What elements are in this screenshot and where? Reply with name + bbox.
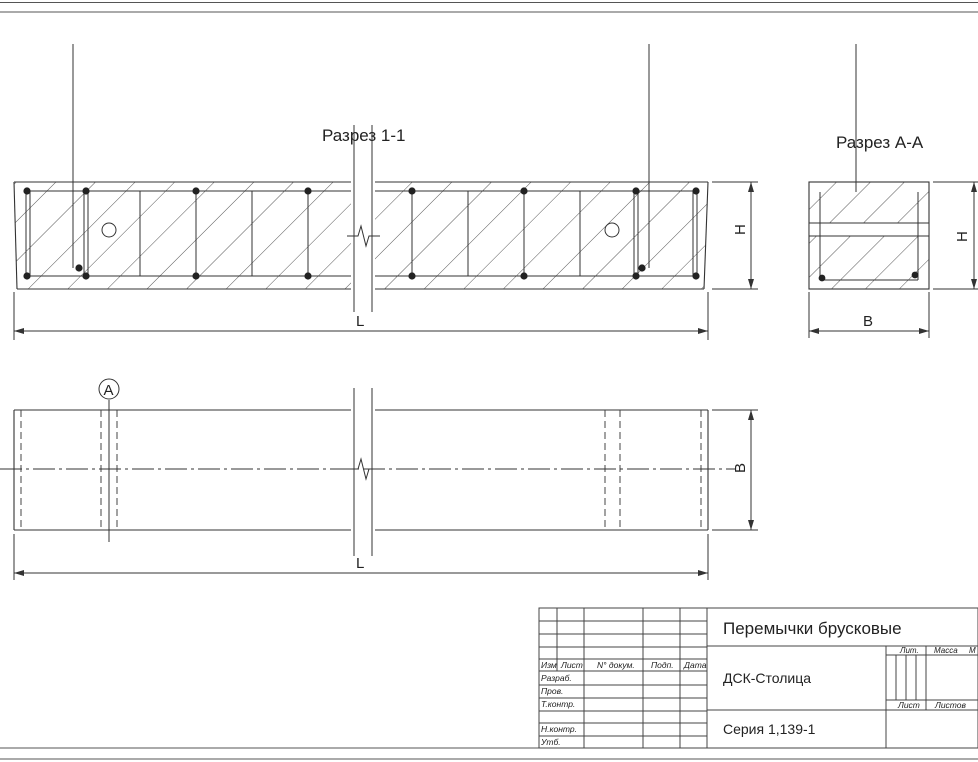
header-izm: Изм <box>541 660 557 670</box>
elevation-dimensions <box>13 181 758 340</box>
mounting-hole-left <box>101 222 117 238</box>
stage-scale: М <box>969 646 976 655</box>
header-sign: Подп. <box>651 660 674 670</box>
dimension-width-section: B <box>863 313 873 330</box>
mounting-hole-right <box>604 222 620 238</box>
dimension-height-elevation: H <box>732 224 749 235</box>
rebar-lines <box>25 190 698 277</box>
role-approved: Утб. <box>540 737 561 747</box>
rebar-dots <box>23 187 700 280</box>
stage-sheet: Лист <box>897 700 920 710</box>
title-block: Изм Лист N° докум. Подп. Дата Разраб. Пр… <box>538 607 978 749</box>
cross-section-dimensions <box>808 181 978 338</box>
stage-mass: Масса <box>934 646 958 655</box>
section-1-1-label: Разрез 1-1 <box>322 126 405 145</box>
rebar-dot <box>818 274 826 282</box>
dimension-width-plan: B <box>732 463 749 473</box>
header-list: Лист <box>560 660 583 670</box>
beam-elevation: Разрез 1-1 <box>13 44 709 312</box>
drawing-title: Перемычки брусковые <box>723 619 902 638</box>
section-a-a-label: Разрез A-A <box>836 133 924 152</box>
header-doc-no: N° докум. <box>597 660 635 670</box>
dimension-height-section: H <box>954 231 971 242</box>
beam-plan: A <box>0 378 735 556</box>
lifting-loops <box>72 44 650 268</box>
organization-name: ДСК-Столица <box>723 670 811 686</box>
header-date: Дата <box>683 660 707 670</box>
role-tech-control: Т.контр. <box>541 699 575 709</box>
beam-cross-section: Разрез A-A <box>808 44 930 290</box>
stirrups <box>29 191 694 276</box>
section-marker-a <box>98 378 120 400</box>
dimension-length-elevation: L <box>356 313 364 330</box>
plan-break-symbol <box>347 388 380 556</box>
role-norm-control: Н.контр. <box>541 724 577 734</box>
role-checked: Пров. <box>541 686 563 696</box>
stage-lit: Лит. <box>899 646 919 655</box>
section-marker-a-label: A <box>104 382 114 399</box>
role-developed: Разраб. <box>541 673 572 683</box>
rebar-dot <box>911 271 919 279</box>
plan-dimensions <box>13 409 758 580</box>
stage-sheets: Листов <box>934 700 967 710</box>
break-symbol <box>347 125 380 312</box>
cross-section-rebar <box>819 44 919 281</box>
series-name: Серия 1,139-1 <box>723 721 816 737</box>
dimension-length-plan: L <box>356 555 364 572</box>
cross-section-stripe <box>808 222 930 237</box>
plan-hidden-lines <box>20 410 702 530</box>
